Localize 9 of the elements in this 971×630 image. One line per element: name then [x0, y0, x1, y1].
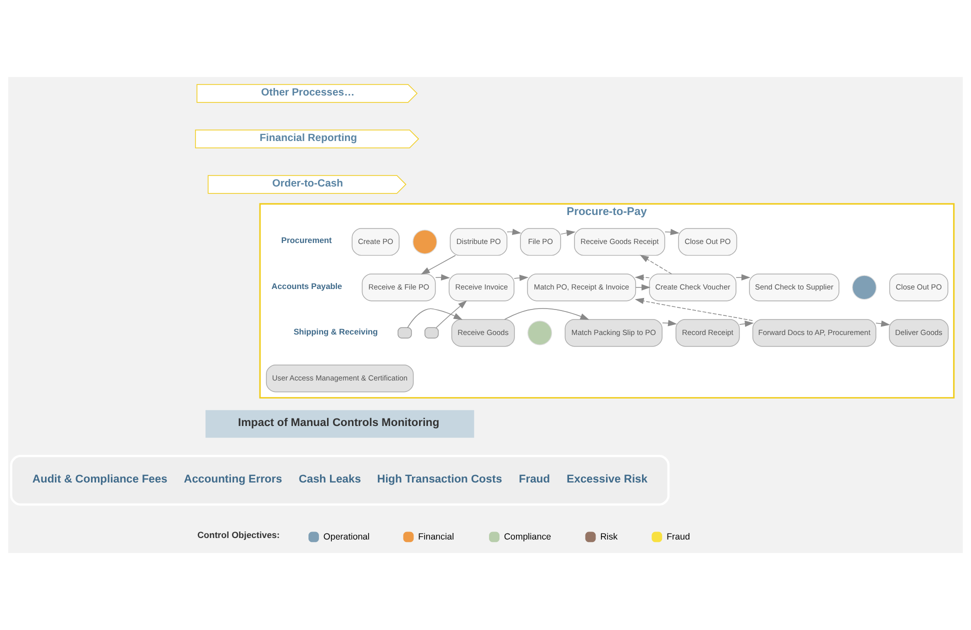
- legend-label: Risk: [600, 531, 618, 542]
- label: Procurement: [281, 236, 332, 246]
- legend-label: Financial: [418, 531, 454, 542]
- label: Control Objectives:: [197, 530, 280, 540]
- legend-label: Compliance: [504, 531, 552, 542]
- label: Shipping & Receiving: [294, 327, 378, 336]
- legend-label: Fraud: [666, 531, 690, 542]
- label: Accounts Payable: [272, 282, 342, 291]
- legend-label: Operational: [323, 531, 370, 542]
